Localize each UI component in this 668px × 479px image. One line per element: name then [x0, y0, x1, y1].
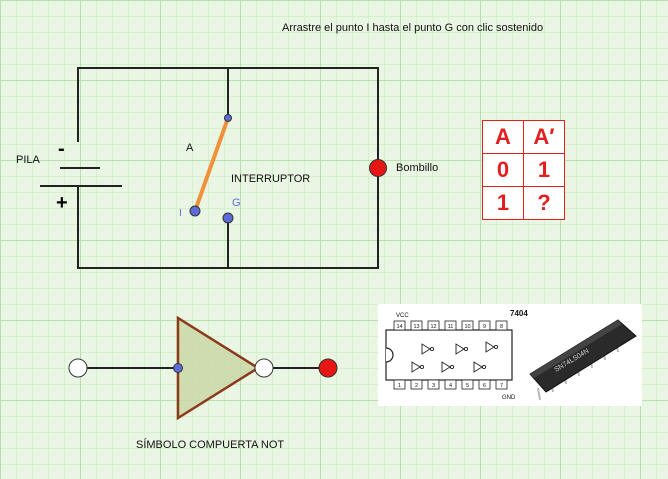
interruptor-label: INTERRUPTOR	[231, 173, 311, 185]
switch-pivot-point	[224, 114, 232, 122]
chip-top-pin-box	[427, 320, 440, 331]
chip-photo-leg	[537, 387, 541, 401]
inverter-bubble	[463, 346, 469, 352]
chip-bottom-pin-number: 5	[466, 383, 469, 389]
gate-output-indicator	[318, 358, 338, 378]
chip-top-pin-number: 13	[413, 324, 419, 330]
truth-cell: 1	[482, 186, 524, 220]
gate-inversion-bubble	[254, 358, 274, 378]
chip-top-pin-number: 8	[500, 324, 503, 330]
chip-part-label: 7404	[510, 309, 528, 318]
chip-top-pin-number: 12	[430, 324, 436, 330]
chip-top-pin-box	[461, 320, 474, 331]
chip-top-pin-box	[393, 320, 406, 331]
point-g-target	[222, 212, 234, 224]
chip-top-pin-number: 14	[396, 324, 402, 330]
inverter-glyph	[485, 341, 495, 353]
point-i-handle[interactable]	[189, 205, 201, 217]
chip-bottom-pin-number: 3	[432, 383, 435, 389]
chip-bottom-pin-number: 6	[483, 383, 486, 389]
chip-top-pin-number: 11	[448, 324, 454, 330]
gate-input-point	[173, 363, 183, 373]
chip-bottom-pin-number: 4	[449, 383, 452, 389]
chip-bottom-pin-number: 1	[398, 383, 401, 389]
chip-bottom-pin-box	[478, 379, 491, 390]
truth-table-header-row: A A′	[482, 120, 565, 154]
truth-table-row: 0 1	[482, 153, 565, 187]
chip-vcc-label: VCC	[396, 313, 409, 319]
truth-cell-unknown: ?	[523, 186, 565, 220]
chip-bottom-pin-box	[444, 379, 457, 390]
inverter-bubble	[419, 364, 425, 370]
switch-lever[interactable]	[193, 116, 230, 213]
chip-top-pin-box	[444, 320, 457, 331]
bulb-label: Bombillo	[396, 162, 439, 174]
inverter-glyph	[455, 343, 465, 355]
inverter-bubble	[449, 364, 455, 370]
inverter-glyph	[441, 361, 451, 373]
chip-bottom-pin-box	[410, 379, 423, 390]
chip-top-pin-number: 10	[464, 324, 470, 330]
chip-gnd-label: GND	[502, 395, 516, 401]
inverter-bubble	[493, 344, 499, 350]
truth-table: A A′ 0 1 1 ?	[482, 120, 565, 220]
gate-input-terminal[interactable]	[68, 358, 88, 378]
battery-plus-sign: +	[56, 192, 68, 214]
chip-photo: SN74LS04N	[529, 319, 637, 401]
inverter-bubble	[429, 346, 435, 352]
point-g-label: G	[232, 197, 241, 209]
chip-bottom-pin-number: 7	[500, 383, 503, 389]
chip-bottom-pin-box	[427, 379, 440, 390]
circuit-wires	[77, 67, 379, 269]
truth-cell: 0	[482, 153, 524, 187]
point-i-label: I	[179, 208, 182, 219]
instruction-text: Arrastre el punto I hasta el punto G con…	[282, 22, 544, 34]
chip-top-pin-box	[495, 320, 508, 331]
inverter-glyph	[411, 361, 421, 373]
chip-top-pin-box	[410, 320, 423, 331]
not-gate-triangle	[176, 315, 261, 421]
switch-point-label: A	[186, 142, 194, 154]
inverter-bubble	[481, 364, 487, 370]
chip-bottom-pin-box	[461, 379, 474, 390]
truth-header-a: A	[482, 120, 524, 154]
chip-top-pin-number: 9	[483, 324, 486, 330]
truth-cell: 1	[523, 153, 565, 187]
truth-table-row: 1 ?	[482, 186, 565, 220]
not-gate-caption: SÍMBOLO COMPUERTA NOT	[136, 439, 285, 451]
inverter-glyph	[473, 361, 483, 373]
inverter-glyph	[421, 343, 431, 355]
truth-header-a-not: A′	[523, 120, 565, 154]
battery-label: PILA	[16, 154, 40, 166]
bulb-indicator	[369, 159, 387, 177]
chip-bottom-pin-box	[495, 379, 508, 390]
chip-body-outline	[385, 329, 513, 381]
chip-bottom-pin-number: 2	[415, 383, 418, 389]
chip-bottom-pin-box	[393, 379, 406, 390]
battery-minus-sign: -	[58, 138, 65, 160]
chip-top-pin-box	[478, 320, 491, 331]
